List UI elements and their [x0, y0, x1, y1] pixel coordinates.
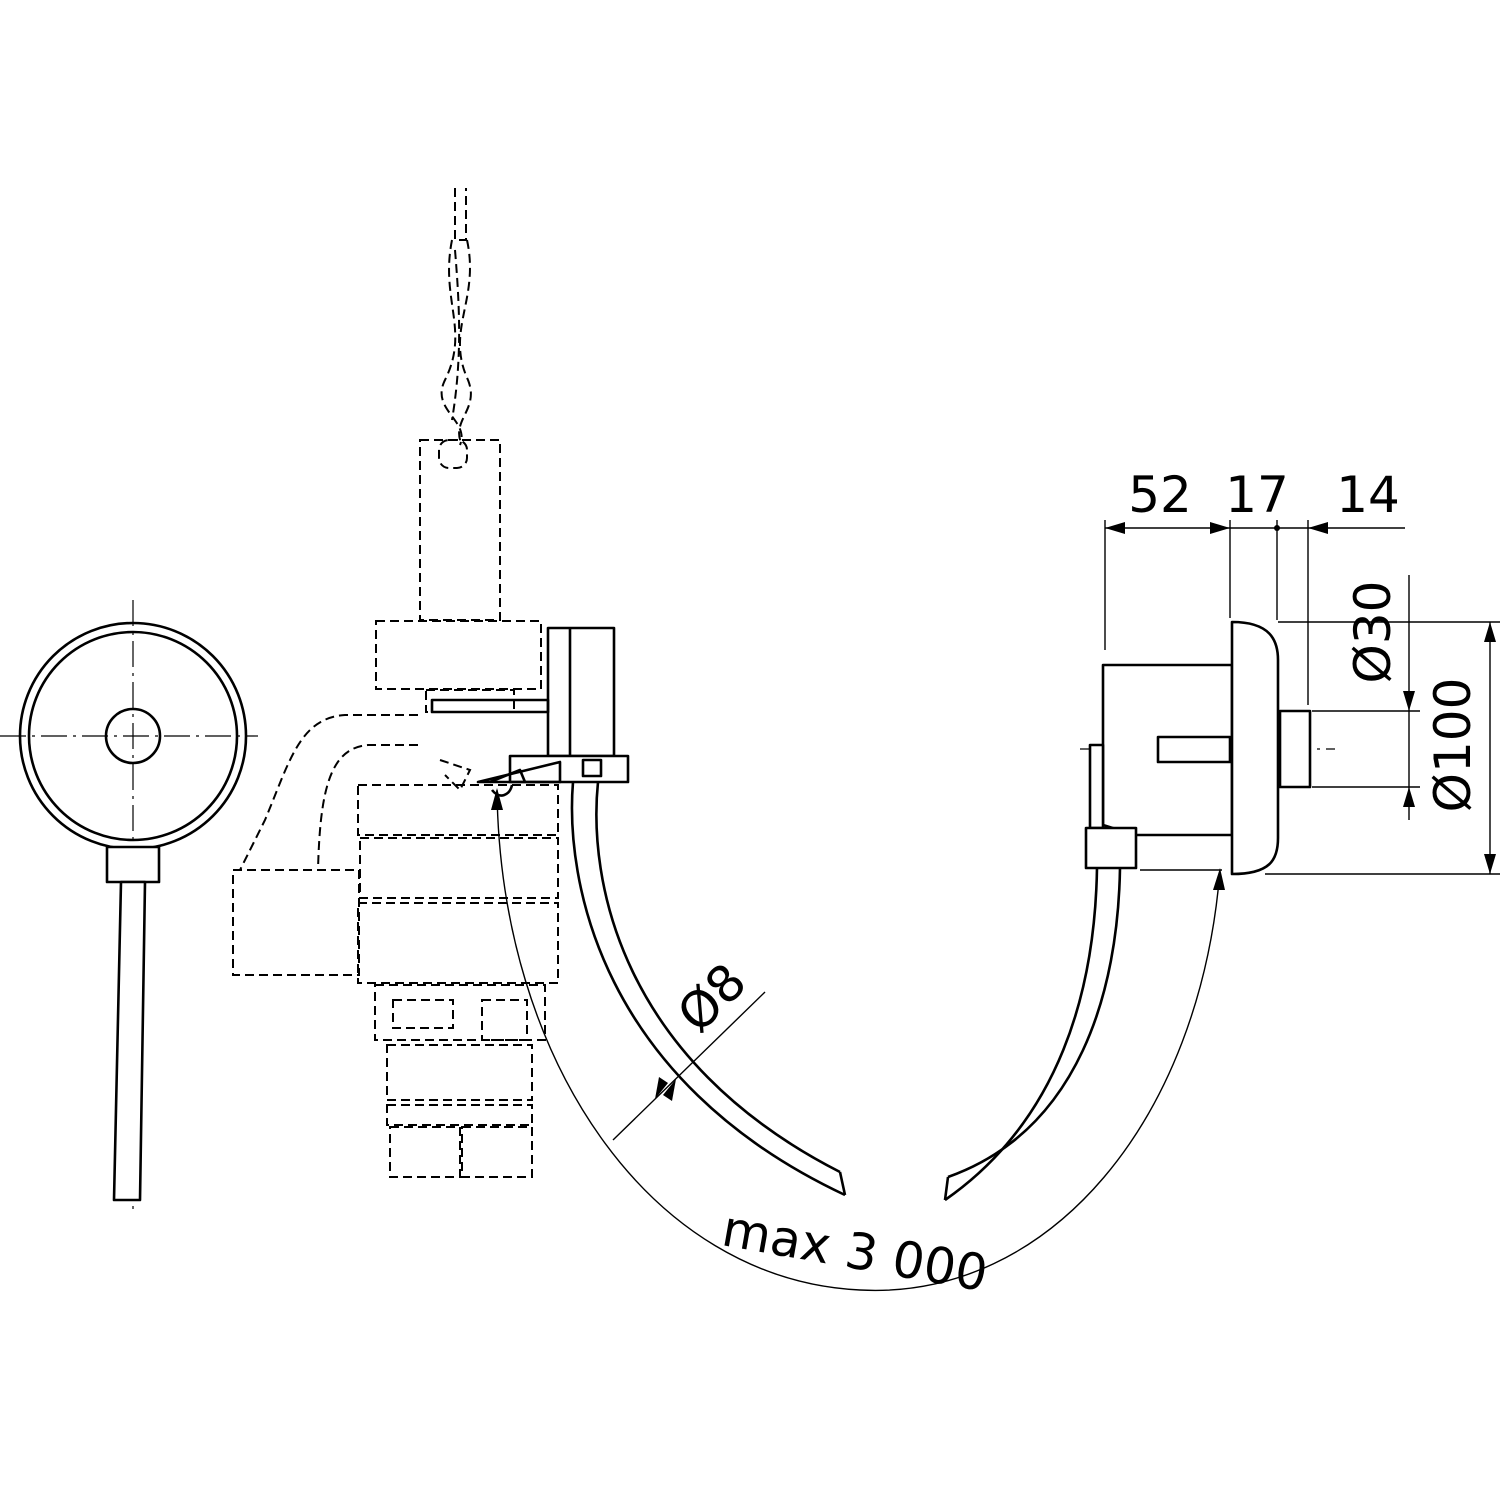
- dim-depth-plate-label: 17: [1225, 466, 1289, 524]
- dim-depth-button-label: 14: [1336, 466, 1400, 524]
- air-hose: [570, 781, 1122, 1202]
- dim-hose-diameter-label: Ø8: [666, 952, 757, 1043]
- pneumatic-actuator: [430, 626, 630, 797]
- push-button-side-view: [1080, 620, 1335, 876]
- cistern-valve-dashed: [232, 188, 559, 1178]
- dim-plate-diameter-label: Ø100: [1424, 678, 1482, 813]
- dim-hose-length-label: max 3 000: [718, 1199, 992, 1303]
- front-view-push-plate: [0, 600, 258, 1215]
- dim-button-diameter-label: Ø30: [1344, 581, 1402, 684]
- dimension-lines: [491, 520, 1500, 1292]
- dim-depth-body-label: 52: [1128, 466, 1192, 524]
